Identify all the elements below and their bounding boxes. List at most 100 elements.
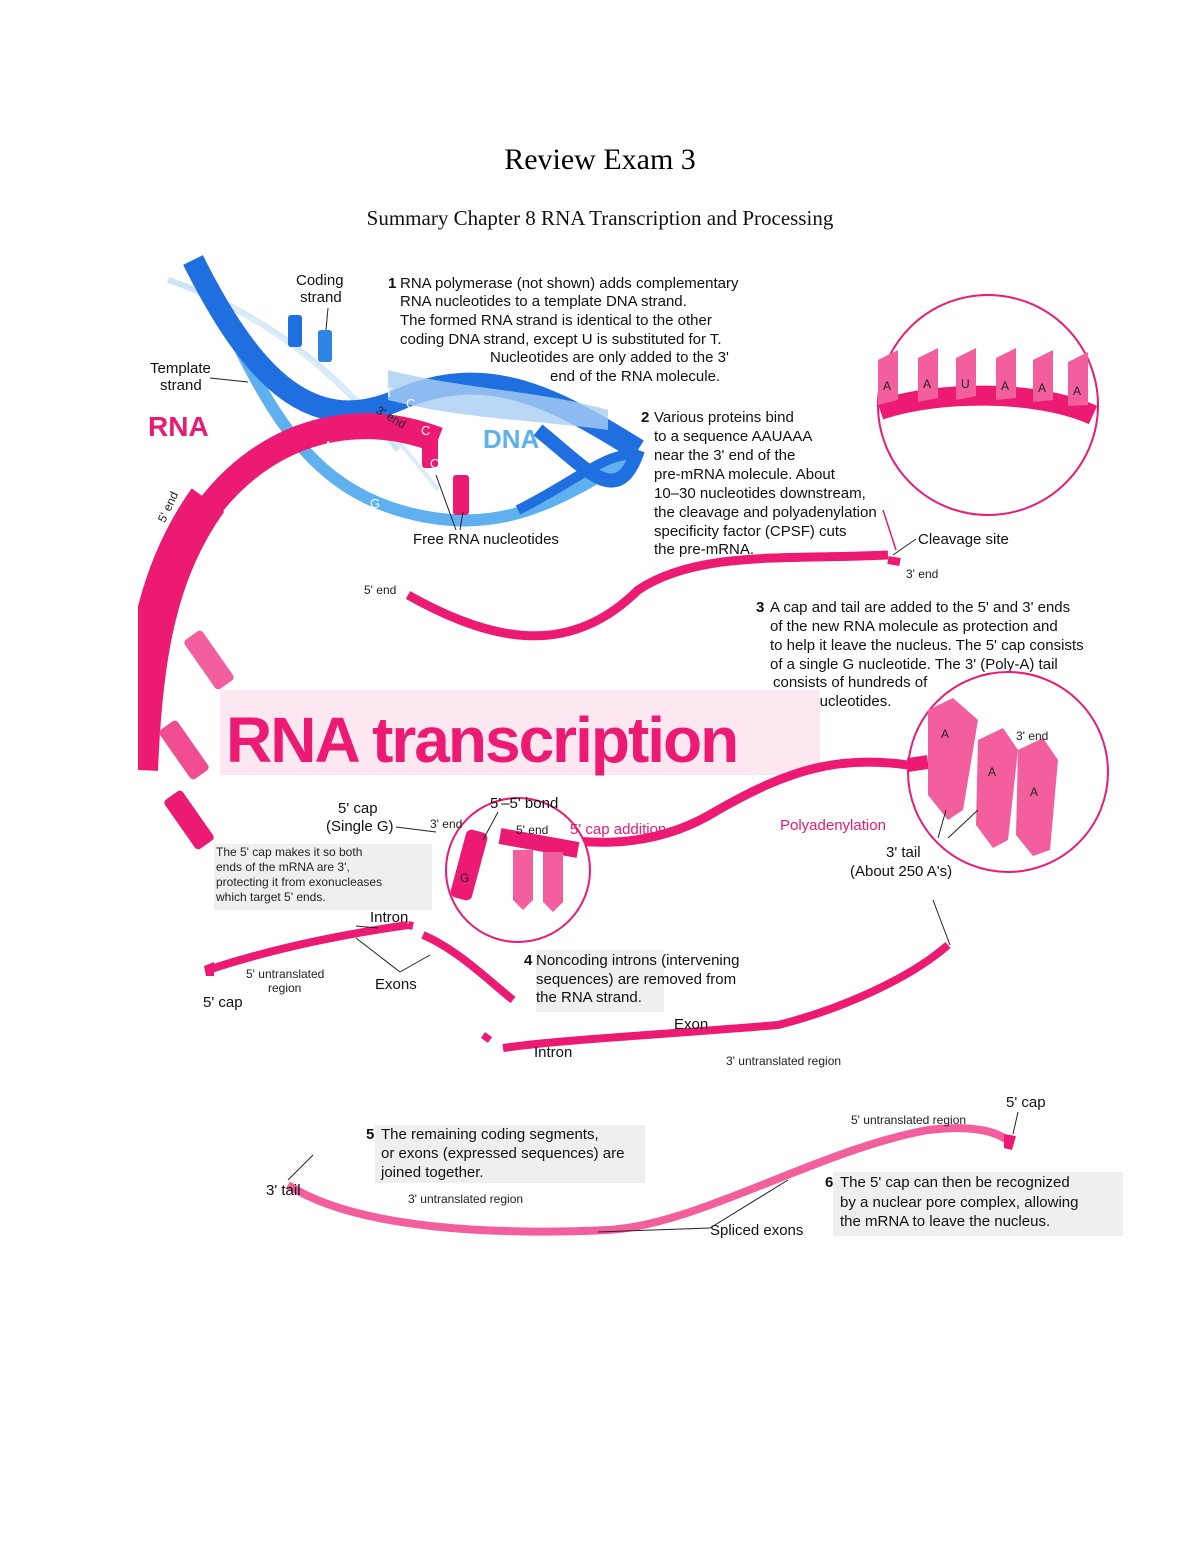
dna-label: DNA — [483, 424, 540, 454]
five-cap-label: 5' cap — [338, 800, 378, 817]
base-letter: A — [1001, 379, 1009, 393]
step-3-line: consists of hundreds of — [773, 674, 928, 691]
step-1-line: Nucleotides are only added to the 3' — [490, 349, 729, 366]
base-letter: A — [1038, 381, 1046, 395]
template-bases: T C A G — [298, 478, 380, 523]
base-letter: C — [430, 456, 439, 471]
step-3-line: A nucleotides. — [798, 693, 891, 710]
step-number: 4 — [524, 952, 533, 969]
step-2-line: the cleavage and polyadenylation — [654, 504, 877, 521]
five-end-label-b: 5' end — [364, 583, 396, 597]
base-letter: A — [941, 727, 949, 741]
about-250-label: (About 250 A's) — [850, 863, 952, 880]
dna-coding-bases: A G T C C A — [343, 356, 452, 458]
step-number: 1 — [388, 275, 396, 292]
intron-label-1: Intron — [370, 909, 408, 926]
step-2-text: 2 Various proteins bind to a sequence AA… — [641, 409, 877, 558]
mature-mrna-strand — [285, 1124, 1013, 1236]
template-strand-label: Template — [150, 360, 211, 377]
base-letter: C — [421, 423, 430, 438]
cap-note-line: The 5' cap makes it so both — [216, 845, 362, 859]
step-2-line: the pre-mRNA. — [654, 541, 754, 558]
cap-note-line: protecting it from exonucleases — [216, 875, 382, 889]
step-6-line: by a nuclear pore complex, allowing — [840, 1194, 1078, 1211]
step-number: 2 — [641, 409, 649, 426]
step-1-text: 1 RNA polymerase (not shown) adds comple… — [388, 275, 739, 385]
step-2-line: 10–30 nucleotides downstream, — [654, 485, 866, 502]
step-6-text: 6 The 5' cap can then be recognized by a… — [825, 1172, 1123, 1236]
spliced-exons-label: Spliced exons — [710, 1222, 803, 1239]
free-nucleotides-label: Free RNA nucleotides — [413, 531, 559, 548]
cap-note: The 5' cap makes it so both ends of the … — [214, 844, 432, 910]
step-1-line: RNA nucleotides to a template DNA strand… — [400, 293, 687, 310]
three-tail-label: 3' tail — [886, 844, 921, 861]
base-letter: A — [324, 438, 333, 453]
step-4-line: the RNA strand. — [536, 989, 642, 1006]
rna-transcription-figure: A G T C C A A G U C C T C A G Coding str… — [138, 255, 1123, 1239]
base-letter: T — [385, 385, 393, 400]
page-title: Review Exam 3 — [504, 143, 696, 176]
utr3-label: 3' untranslated region — [726, 1054, 841, 1068]
step-5-line: The remaining coding segments, — [381, 1126, 599, 1143]
five-end-label-c: 5' end — [516, 823, 548, 837]
step-2-line: specificity factor (CPSF) cuts — [654, 523, 847, 540]
step-number: 5 — [366, 1126, 374, 1143]
step-4-text: 4 Noncoding introns (intervening sequenc… — [524, 950, 739, 1012]
five-cap-label-b: 5' cap — [203, 994, 243, 1011]
tail-zoom-circle: A A A 3' end — [906, 671, 1109, 873]
rna-growing-bases: A G U C C — [324, 438, 439, 471]
bond-label: 5'–5' bond — [490, 795, 558, 812]
cap-note-line: which target 5' ends. — [215, 890, 326, 904]
step-1-line: RNA polymerase (not shown) adds compleme… — [400, 275, 739, 292]
rna-label: RNA — [148, 411, 209, 442]
pre-mrna-strand — [405, 550, 889, 641]
step-2-line: near the 3' end of the — [654, 447, 795, 464]
pre-splice-strand — [204, 921, 951, 1052]
utr5-label: 5' untranslated — [246, 967, 324, 981]
base-letter: A — [883, 379, 891, 393]
coding-strand-label: Coding — [296, 272, 344, 289]
step-6-line: The 5' cap can then be recognized — [840, 1174, 1070, 1191]
cleavage-site-label: Cleavage site — [918, 531, 1009, 548]
base-letter: A — [346, 508, 355, 523]
three-tail-label-b: 3' tail — [266, 1182, 301, 1199]
base-letter: G — [370, 496, 380, 511]
base-letter: C — [406, 396, 415, 411]
base-letter: U — [961, 377, 970, 391]
base-letter: T — [298, 478, 306, 493]
cap-addition-label: 5' cap addition — [570, 821, 666, 838]
step-6-line: the mRNA to leave the nucleus. — [840, 1213, 1050, 1230]
utr3-label-b: 3' untranslated region — [408, 1192, 523, 1206]
step-4-line: Noncoding introns (intervening — [536, 952, 739, 969]
step-2-line: Various proteins bind — [654, 409, 794, 426]
rna-strand-top — [138, 413, 469, 850]
big-title: RNA transcription — [226, 704, 737, 776]
step-2-line: to a sequence AAUAAA — [654, 428, 812, 445]
step-3-line: A cap and tail are added to the 5' and 3… — [770, 599, 1070, 616]
big-title-background — [220, 690, 820, 775]
step-5-line: or exons (expressed sequences) are — [381, 1145, 624, 1162]
step-5-text: 5 The remaining coding segments, or exon… — [366, 1125, 645, 1183]
intron-label-2: Intron — [534, 1044, 572, 1061]
base-letter: G — [344, 450, 354, 465]
five-cap-label-c: 5' cap — [1006, 1094, 1046, 1111]
step-1-line: coding DNA strand, except U is substitut… — [400, 331, 722, 348]
base-letter: A — [343, 356, 352, 371]
base-letter: A — [1073, 384, 1081, 398]
signal-zoom-circle: A A U A A A — [876, 294, 1099, 551]
step-2-line: pre-mRNA molecule. About — [654, 466, 836, 483]
step-3-line: to help it leave the nucleus. The 5' cap… — [770, 637, 1084, 654]
polyadenylation-label: Polyadenylation — [780, 817, 886, 834]
base-letter: A — [1030, 785, 1038, 799]
step-3-line: of a single G nucleotide. The 3' (Poly-A… — [770, 656, 1058, 673]
coding-strand-label-2: strand — [300, 289, 342, 306]
base-letter: A — [988, 765, 996, 779]
three-end-label-b: 3' end — [906, 567, 938, 581]
step-1-line: end of the RNA molecule. — [550, 368, 720, 385]
exon-label: Exon — [674, 1016, 708, 1033]
base-letter: C — [320, 496, 329, 511]
template-strand-label-2: strand — [160, 377, 202, 394]
exons-label: Exons — [375, 976, 417, 993]
step-4-line: sequences) are removed from — [536, 971, 736, 988]
